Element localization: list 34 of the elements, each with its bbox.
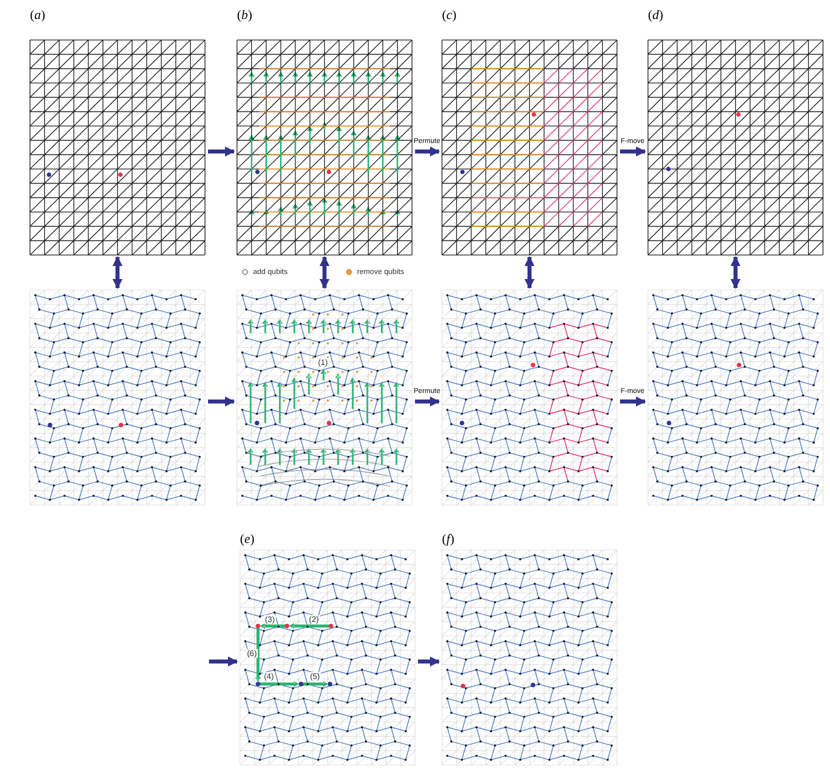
triangular-lattice-drawing — [442, 40, 617, 255]
triangular-lattice-drawing — [648, 40, 823, 255]
step-label: (2) — [308, 615, 320, 624]
arrow — [415, 146, 440, 156]
arrow — [112, 256, 122, 289]
honeycomb-lattice-drawing — [442, 550, 617, 765]
arrow — [524, 256, 534, 289]
panel-label: (d) — [648, 7, 664, 23]
arrow — [730, 256, 740, 289]
arrow — [418, 656, 440, 666]
triangular-lattice-drawing — [30, 40, 205, 255]
arrow — [415, 396, 440, 406]
honeycomb-lattice-drawing — [237, 290, 412, 505]
panel-label: (b) — [237, 7, 252, 23]
arrow — [208, 396, 235, 406]
arrow — [320, 256, 330, 289]
arrow — [620, 146, 646, 156]
panel-label: (f) — [442, 531, 454, 547]
arrow — [208, 146, 235, 156]
honeycomb-lattice-drawing — [30, 290, 205, 505]
honeycomb-lattice-drawing — [648, 290, 823, 505]
arrow — [209, 656, 238, 666]
triangular-lattice-drawing — [237, 40, 412, 255]
step-label: (1) — [317, 358, 329, 367]
panel-label: (c) — [442, 7, 456, 23]
step-label: (3) — [264, 615, 276, 624]
step-label: (4) — [263, 672, 275, 681]
honeycomb-lattice-drawing — [240, 550, 415, 765]
panel-label: (a) — [30, 7, 46, 23]
step-label: (5) — [309, 672, 321, 681]
step-label: (6) — [246, 649, 258, 658]
panel-label: (e) — [240, 531, 254, 547]
arrow — [620, 396, 646, 406]
honeycomb-lattice-drawing — [442, 290, 617, 505]
